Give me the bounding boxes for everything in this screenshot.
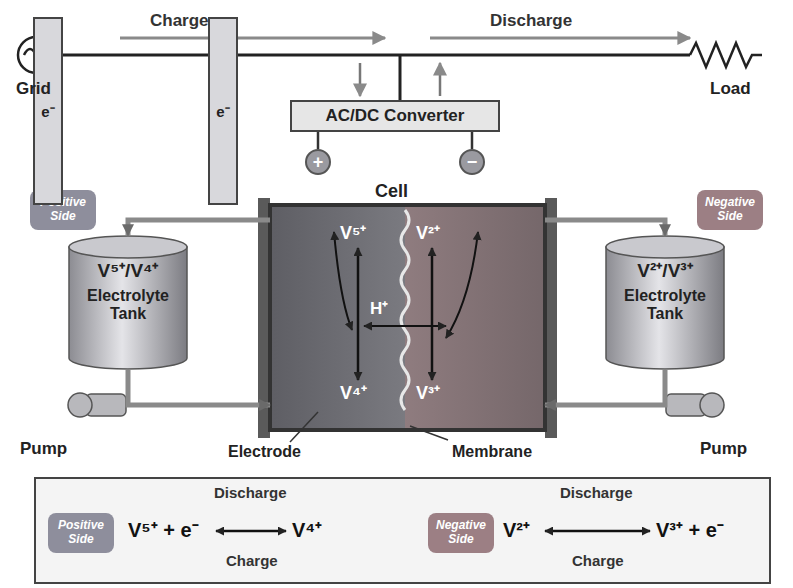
converter-box: AC/DC Converter	[290, 100, 500, 132]
wire	[471, 132, 474, 149]
node-text: Cell	[375, 181, 408, 202]
electrolyte-pipe	[545, 370, 665, 405]
ion-label: H⁺	[370, 300, 388, 319]
node-text: Negative Side	[430, 519, 492, 547]
terminal-circle: −	[459, 149, 485, 175]
node-text: Positive Side	[50, 519, 112, 547]
part-name: Membrane	[450, 443, 534, 461]
ion-label: V²⁺	[416, 224, 440, 244]
reaction-direction: Charge	[226, 553, 278, 570]
electrolyte-pipe	[545, 220, 665, 235]
part-name: Pump	[700, 440, 747, 459]
electrolyte-tank: V⁵⁺/V⁴⁺ Electrolyte Tank	[68, 235, 188, 370]
electrolyte-tank: V²⁺/V³⁺ Electrolyte Tank	[605, 235, 725, 370]
side-badge: Positive Side	[48, 513, 114, 553]
reaction-term: V⁴⁺	[292, 519, 322, 541]
tank-ions: V²⁺/V³⁺	[637, 257, 692, 283]
part-name: Pump	[20, 440, 67, 459]
electrolyte-pipe	[128, 370, 270, 405]
wire	[317, 132, 320, 149]
node-text: Negative Side	[699, 196, 761, 224]
flow-label: Discharge	[490, 12, 572, 31]
ion-label: V⁵⁺	[340, 224, 366, 244]
terminal-circle: +	[305, 149, 331, 175]
tank-ions: V⁵⁺/V⁴⁺	[98, 257, 159, 283]
ion-label: V⁴⁺	[340, 384, 367, 404]
reaction-term: V³⁺ + e⁻	[656, 519, 724, 541]
node-text: e⁻	[41, 101, 54, 121]
electrode: e⁻	[208, 17, 238, 205]
part-name: Electrode	[226, 443, 303, 461]
reaction-direction: Charge	[572, 553, 624, 570]
part-name: Grid	[16, 80, 51, 99]
electrolyte-pipe	[128, 220, 270, 235]
node-text: +	[313, 152, 324, 173]
node-text: −	[467, 152, 478, 173]
reaction-direction: Discharge	[560, 485, 633, 502]
cell: Celle⁻e⁻	[270, 205, 545, 430]
node-text: AC/DC Converter	[326, 106, 465, 126]
reaction-direction: Discharge	[214, 485, 287, 502]
part-name: Load	[710, 80, 751, 99]
flow-label: Charge	[150, 12, 209, 31]
tank-name: Electrolyte Tank	[68, 287, 188, 324]
reaction-term: V²⁺	[503, 519, 530, 541]
ion-label: V³⁺	[416, 384, 440, 404]
side-badge: Negative Side	[697, 190, 763, 230]
node-text: e⁻	[216, 101, 229, 121]
reaction-term: V⁵⁺ + e⁻	[128, 519, 199, 541]
electrode: e⁻	[33, 17, 63, 205]
side-badge: Negative Side	[428, 513, 494, 553]
tank-name: Electrolyte Tank	[605, 287, 725, 324]
